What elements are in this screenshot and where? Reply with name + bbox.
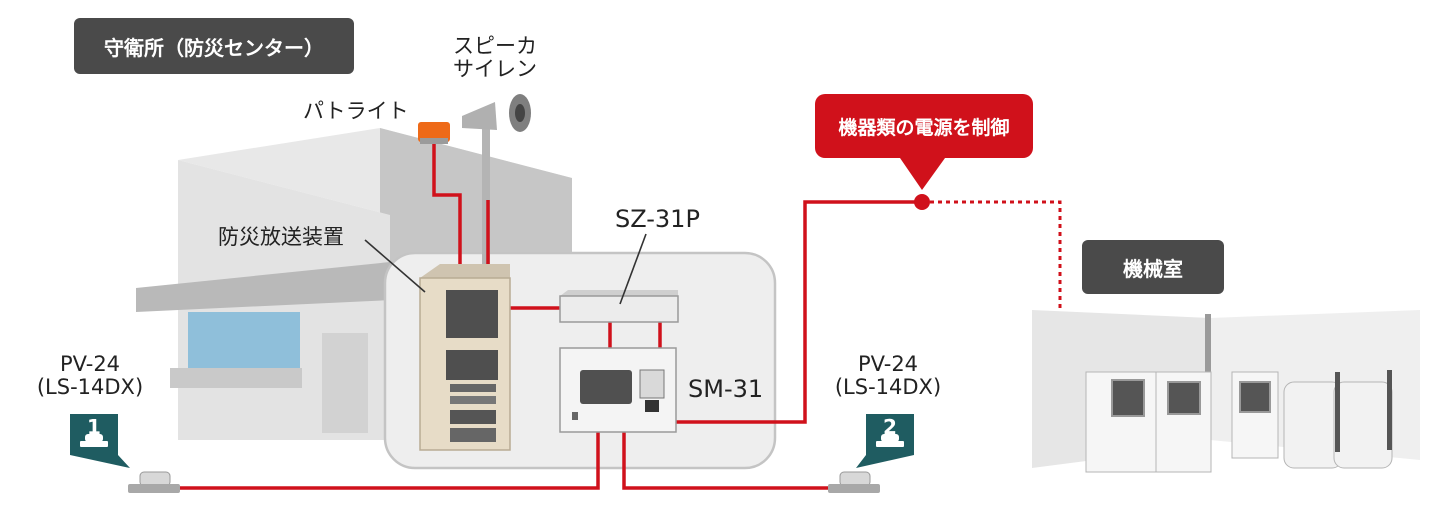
sm31-unit	[559, 347, 677, 433]
pv24-right-label: PV-24 (LS-14DX)	[818, 352, 958, 400]
speaker-label-line2: サイレン	[453, 57, 537, 82]
machine-room	[1032, 310, 1420, 473]
sz31p-unit	[559, 290, 679, 323]
pv24-left-line2: (LS-14DX)	[36, 375, 144, 400]
pv24-left-line1: PV-24	[59, 352, 121, 376]
pv24-sensor-2	[828, 471, 880, 493]
pv24-sensor-1	[128, 471, 180, 493]
broadcast-rack	[419, 264, 511, 451]
machine-room-tag: 機械室	[1082, 240, 1224, 294]
patlite-lamp	[418, 122, 450, 144]
sz31p-label: SZ-31P	[615, 205, 700, 233]
power-wiring	[168, 144, 922, 490]
pv24-right-line2: (LS-14DX)	[834, 375, 942, 400]
patlite-label: パトライト	[303, 99, 409, 123]
leader-lines	[364, 233, 647, 305]
speaker-siren	[462, 94, 531, 280]
broadcast-equipment-label: 防災放送装置	[218, 225, 344, 249]
speaker-siren-label: スピーカ サイレン	[440, 34, 550, 82]
pv24-right-line1: PV-24	[857, 352, 919, 376]
speaker-label-line1: スピーカ	[453, 34, 537, 58]
guardhouse-tag: 守衛所（防災センター）	[74, 18, 354, 74]
power-control-callout: 機器類の電源を制御	[815, 94, 1033, 158]
junction-dot	[914, 194, 930, 210]
sm31-label: SM-31	[688, 375, 764, 403]
badge-2-number: 2	[883, 415, 897, 439]
badge-1-number: 1	[87, 415, 101, 439]
pv24-left-label: PV-24 (LS-14DX)	[20, 352, 160, 400]
callout-pointer	[900, 158, 945, 190]
badge-sensor-icons	[80, 434, 904, 447]
